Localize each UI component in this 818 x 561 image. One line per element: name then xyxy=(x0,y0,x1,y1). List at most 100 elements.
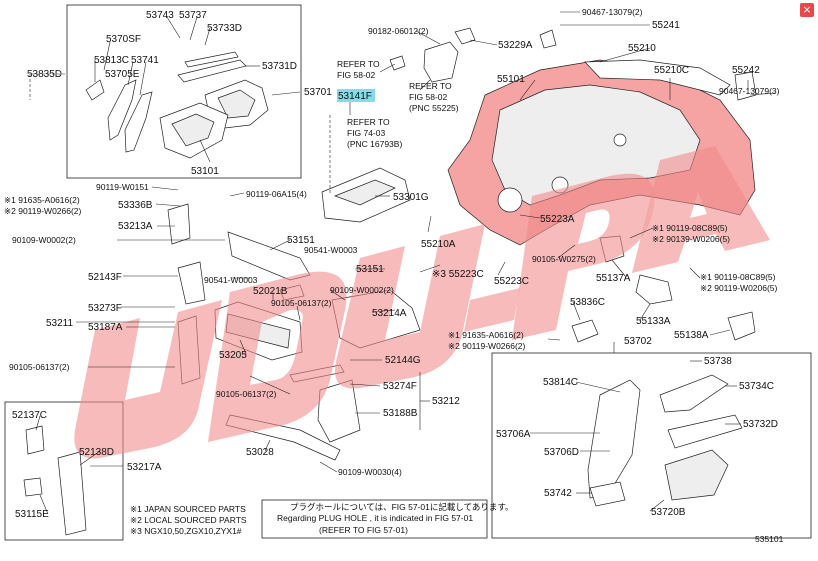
label-53720B: 53720B xyxy=(651,507,686,518)
watermark xyxy=(74,146,770,459)
leader-lines xyxy=(29,11,776,515)
note-box xyxy=(261,499,488,539)
label-53188B: 53188B xyxy=(383,408,418,419)
label-53336B: 53336B xyxy=(118,200,153,211)
label-52138D: 52138D xyxy=(79,447,114,458)
label-55223A: 55223A xyxy=(540,214,575,225)
label-90105-137: 90105-06137(2) xyxy=(271,298,332,308)
label-55210C: 55210C xyxy=(654,65,689,76)
part-reinforcement-left xyxy=(85,79,153,153)
label-53813C: 53813C xyxy=(94,55,129,66)
label-53701: 53701 xyxy=(304,87,332,98)
label-53274F: 53274F xyxy=(383,381,417,392)
label-53702: 53702 xyxy=(624,336,652,347)
label-90541-3b: 90541-W0003 xyxy=(204,275,258,285)
label-refer58a-l2: FIG 58-02 xyxy=(337,70,376,80)
label-290119b: ※2 90119-W0266(2) xyxy=(448,341,526,351)
label-55223C-1: ※3 55223C xyxy=(432,269,484,280)
label-190119-8c89: ※1 90119-08C89(5) xyxy=(652,223,728,233)
label-53733D: 53733D xyxy=(207,23,242,34)
label-refer74-l2: FIG 74-03 xyxy=(347,128,386,138)
label-55223C: 55223C xyxy=(494,276,529,287)
label-53151a: 53151 xyxy=(287,235,315,246)
label-90109-2: 90109-W0002(2) xyxy=(12,235,76,245)
part-labels: 53743 53737 53733D 5370SF 53813C 53741 5… xyxy=(4,7,784,544)
label-52137C: 52137C xyxy=(12,410,47,421)
label-53738: 53738 xyxy=(704,356,732,367)
part-seal-55133A xyxy=(635,274,673,305)
label-53212: 53212 xyxy=(432,396,460,407)
label-53217A: 53217A xyxy=(127,462,162,473)
close-button[interactable]: × xyxy=(800,3,814,17)
label-refer58b-l3: (PNC 55225) xyxy=(409,103,459,113)
label-191635b: ※1 91635-A0616(2) xyxy=(448,330,524,340)
label-53742: 53742 xyxy=(544,488,572,499)
label-55138A: 55138A xyxy=(674,330,709,341)
label-53741: 53741 xyxy=(131,55,159,66)
label-53213A: 53213A xyxy=(118,221,153,232)
label-55242: 55242 xyxy=(732,65,760,76)
label-refer58b-l2: FIG 58-02 xyxy=(409,92,448,102)
label-53141F: 53141F xyxy=(338,91,372,102)
highlight-53141F xyxy=(337,89,375,102)
label-52143F: 52143F xyxy=(88,272,122,283)
label-55137A: 55137A xyxy=(596,273,631,284)
label-53836C: 53836C xyxy=(570,297,605,308)
group-box-bottom-right xyxy=(491,352,812,539)
note-model-codes: ※3 NGX10,50,ZGX10,ZYX1# xyxy=(130,526,242,536)
label-90467a: 90467-13079(2) xyxy=(582,7,643,17)
label-52021B: 52021B xyxy=(253,286,288,297)
label-53706A: 53706A xyxy=(496,429,531,440)
label-53211: 53211 xyxy=(46,318,74,329)
note-local-sourced: ※2 LOCAL SOURCED PARTS xyxy=(130,515,247,525)
label-90182: 90182-06012(2) xyxy=(368,26,429,36)
label-53301G: 53301G xyxy=(393,192,429,203)
part-bracket-refer xyxy=(389,27,476,83)
part-bracket-55138A xyxy=(727,311,756,341)
label-53214A: 53214A xyxy=(372,308,407,319)
label-290119a: ※2 90119-W0266(2) xyxy=(4,206,82,216)
note-plug-hole-jp: プラグホールについては、FIG 57-01に記載してあります。 xyxy=(290,502,513,512)
label-90109-2b: 90109-W0002(2) xyxy=(330,285,394,295)
label-53101: 53101 xyxy=(191,166,219,177)
label-290139: ※2 90139-W0206(5) xyxy=(652,234,730,244)
note-japan-sourced: ※1 JAPAN SOURCED PARTS xyxy=(130,504,246,514)
note-refer-fig: (REFER TO FIG 57-01) xyxy=(319,525,408,535)
label-53028: 53028 xyxy=(246,447,274,458)
label-53705E: 53705E xyxy=(105,69,140,80)
label-53814C: 53814C xyxy=(543,377,578,388)
label-53706D: 53706D xyxy=(544,447,579,458)
label-90541-3a: 90541-W0003 xyxy=(304,245,358,255)
label-90105-137b: 90105-06137(2) xyxy=(9,362,70,372)
label-55210A: 55210A xyxy=(421,239,456,250)
group-box-bottom-left xyxy=(4,401,124,541)
label-53151b: 53151 xyxy=(356,264,384,275)
label-53731D: 53731D xyxy=(262,61,297,72)
label-90105-275: 90105-W0275(2) xyxy=(532,254,596,264)
label-53187A: 53187A xyxy=(88,322,123,333)
label-53737: 53737 xyxy=(179,10,207,21)
note-plug-hole-en: Regarding PLUG HOLE , it is indicated in… xyxy=(277,513,473,523)
label-90467b: 90467-13079(3) xyxy=(719,86,780,96)
label-53835D: 53835D xyxy=(27,69,62,80)
group-box-top-left xyxy=(66,4,302,179)
part-brace-52138D xyxy=(23,425,87,536)
label-90105-137c: 90105-06137(2) xyxy=(216,389,277,399)
label-190119-8c89b: ※1 90119-08C89(5) xyxy=(700,272,776,282)
label-53734C: 53734C xyxy=(739,381,774,392)
label-53115E: 53115E xyxy=(15,509,49,520)
label-90119-06a15: 90119-06A15(4) xyxy=(246,189,307,199)
part-insulator-55210 xyxy=(539,29,757,101)
label-53229A: 53229A xyxy=(498,40,533,51)
label-53205: 53205 xyxy=(219,350,247,361)
label-refer74-l3: (PNC 16793B) xyxy=(347,139,402,149)
label-55210: 55210 xyxy=(628,43,656,54)
label-53743: 53743 xyxy=(146,10,174,21)
label-55133A: 55133A xyxy=(636,316,671,327)
footnotes: ※1 JAPAN SOURCED PARTS ※2 LOCAL SOURCED … xyxy=(130,502,513,536)
part-apron-lower-53101 xyxy=(159,102,229,159)
label-refer58b-l1: REFER TO xyxy=(409,81,452,91)
label-90119-151: 90119-W0151 xyxy=(96,182,149,192)
label-90109-30: 90109-W0030(4) xyxy=(338,467,402,477)
